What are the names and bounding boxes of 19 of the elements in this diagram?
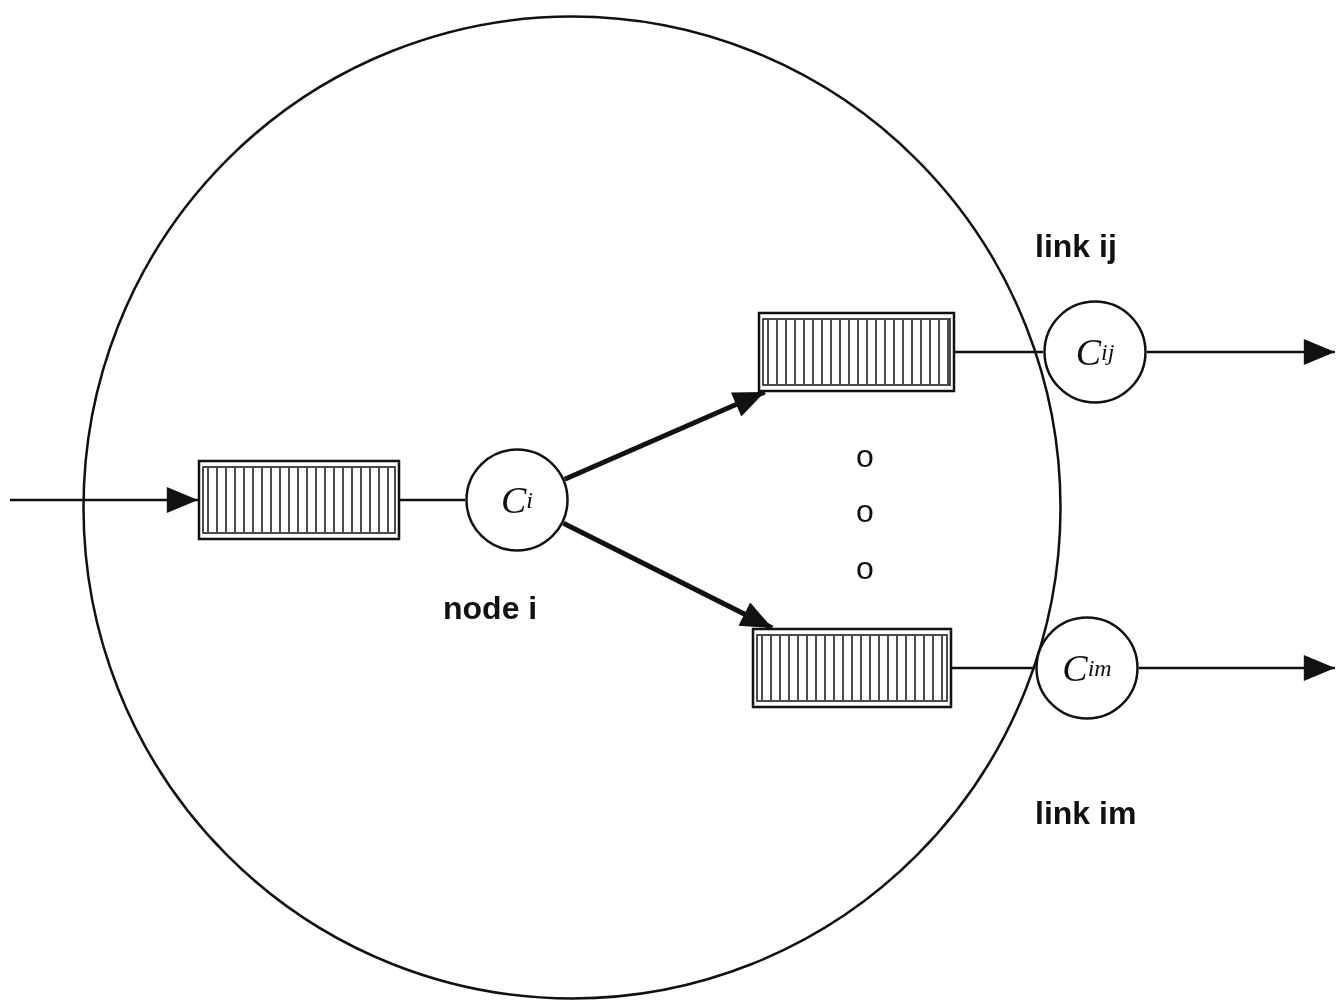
text-label: o [856, 550, 874, 587]
text-label: node i [443, 590, 538, 627]
server-circle [1043, 300, 1147, 404]
arrow [1147, 339, 1335, 365]
queue-buffer [198, 460, 400, 540]
connector-line [952, 666, 1035, 670]
queue-buffer [752, 628, 952, 708]
arrow [1139, 655, 1335, 681]
text-label: o [856, 493, 874, 530]
server-circle [465, 448, 569, 552]
queue-buffer [758, 312, 955, 392]
text-label: link ij [1035, 228, 1117, 265]
arrow [563, 389, 766, 482]
connector-line [955, 350, 1043, 354]
arrow [10, 487, 198, 513]
text-label: link im [1035, 795, 1137, 832]
server-circle [1035, 616, 1139, 720]
text-label: o [856, 438, 874, 475]
connector-line [400, 498, 465, 502]
